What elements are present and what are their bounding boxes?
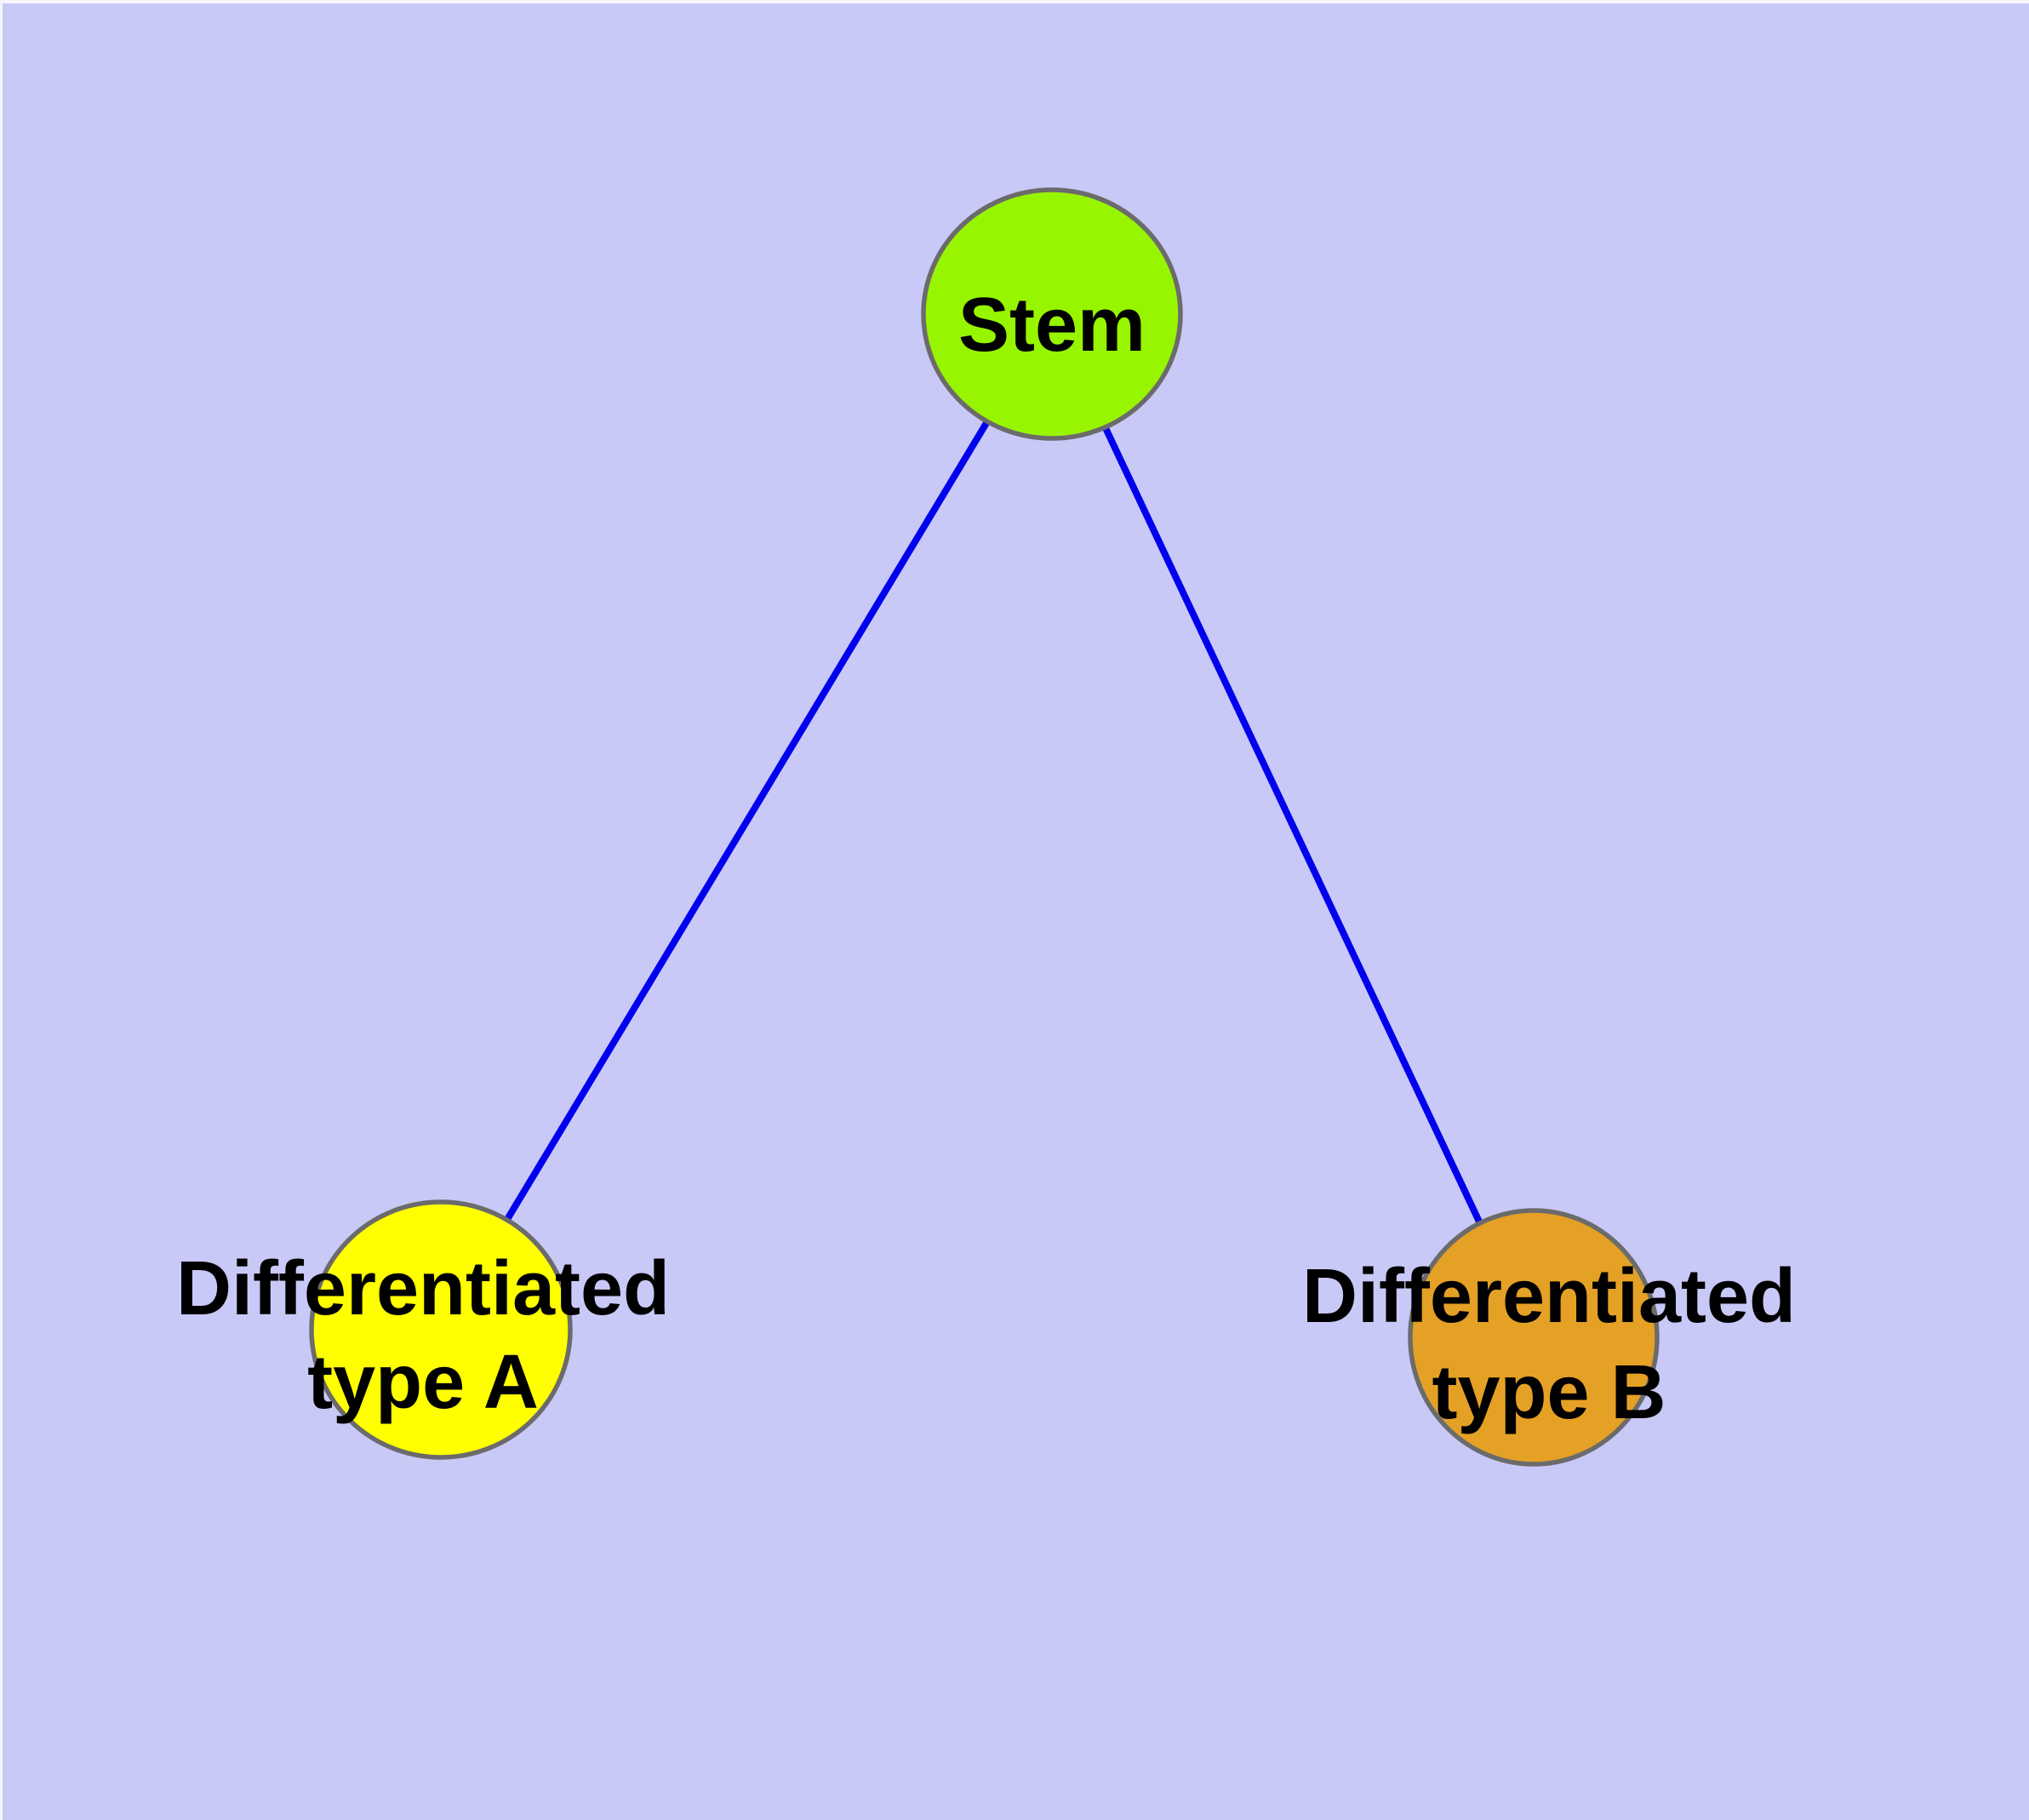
type-a-label-line2: type A: [307, 1340, 539, 1425]
edge-stem-to-type-a: [437, 312, 1055, 1332]
type-b-label-line2: type B: [1432, 1350, 1666, 1435]
type-b-label-line1: Differentiated: [1302, 1254, 1796, 1339]
type-b-node: [1408, 1208, 1660, 1467]
type-a-node: [309, 1199, 573, 1460]
edge-stem-to-type-b: [1049, 312, 1537, 1339]
type-a-label-line1: Differentiated: [176, 1246, 670, 1331]
stem-node: [921, 187, 1183, 441]
stem-node-label: Stem: [958, 283, 1146, 368]
